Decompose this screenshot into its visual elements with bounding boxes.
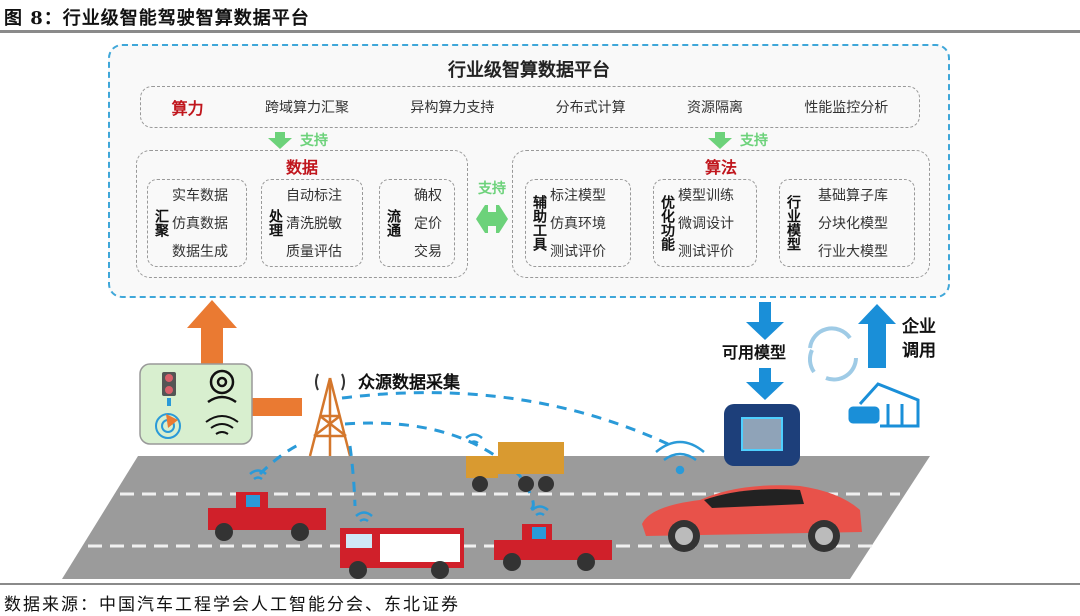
- subgroup-item: 测试评价: [550, 244, 606, 260]
- bidirectional-support: 支持: [472, 178, 512, 240]
- subgroup-item: 数据生成: [172, 244, 228, 260]
- enterprise-call-label: 调用: [902, 341, 936, 361]
- compute-item: 性能监控分析: [804, 100, 889, 116]
- crowdsource-label: 众源数据采集: [358, 372, 461, 393]
- blue-down-arrow-icon: [746, 368, 784, 400]
- compute-row: 算力 跨域算力汇聚 异构算力支持 分布式计算 资源隔离 性能监控分析: [140, 86, 920, 128]
- subgroup-item: 仿真数据: [172, 216, 228, 232]
- data-group: 数据 汇聚 实车数据 仿真数据 数据生成 处理 自动标注 清洗脱敏 质量评估 流…: [136, 150, 468, 278]
- support-label: 支持: [740, 133, 768, 149]
- subgroup-item: 自动标注: [286, 188, 342, 204]
- support-arrow-data: 支持: [268, 130, 328, 150]
- subgroup-item: 测试评价: [678, 244, 734, 260]
- green-down-arrow-icon: [708, 131, 732, 149]
- algorithm-subgroup: 优化功能 模型训练 微调设计 测试评价: [653, 179, 757, 267]
- subgroup-item: 交易: [414, 244, 442, 260]
- orange-up-arrow-icon: [187, 300, 237, 368]
- refresh-cycle-icon: [808, 326, 858, 382]
- algorithm-group-title: 算法: [704, 158, 737, 177]
- platform-panel: 行业级智算数据平台 算力 跨域算力汇聚 异构算力支持 分布式计算 资源隔离 性能…: [108, 44, 950, 298]
- wifi-icon: [249, 469, 267, 481]
- support-label: 支持: [300, 133, 328, 149]
- wifi-icon: [205, 415, 239, 435]
- double-arrow-icon: [476, 205, 508, 233]
- radar-icon: [155, 413, 181, 439]
- subgroup-item: 清洗脱敏: [286, 216, 342, 232]
- traffic-light-icon: [162, 372, 176, 406]
- figure-title: 图 8：行业级智能驾驶智算数据平台: [4, 8, 310, 29]
- subgroup-label: 优化功能: [659, 195, 675, 251]
- road: [62, 456, 930, 579]
- wifi-icon: [531, 505, 549, 517]
- cargo-truck-icon: [466, 442, 564, 492]
- blue-up-arrow-icon: [858, 304, 896, 368]
- enterprise-call-label: 企业: [901, 316, 936, 337]
- pickup-truck-icon: [208, 492, 326, 541]
- subgroup-item: 质量评估: [286, 244, 342, 260]
- subgroup-item: 基础算子库: [818, 188, 888, 204]
- subgroup-label: 处理: [267, 209, 283, 237]
- scene-illustration: 众源数据采集: [62, 300, 936, 579]
- subgroup-item: 定价: [414, 216, 442, 232]
- wifi-icon: [465, 433, 483, 445]
- green-down-arrow-icon: [268, 131, 292, 149]
- compute-item: 跨域算力汇聚: [265, 100, 349, 116]
- source-note: 数据来源：中国汽车工程学会人工智能分会、东北证券: [4, 595, 460, 615]
- wifi-icon: [355, 511, 373, 523]
- subgroup-label: 汇聚: [153, 209, 169, 237]
- available-model-label: 可用模型: [722, 343, 786, 362]
- data-subgroup: 汇聚 实车数据 仿真数据 数据生成: [147, 179, 247, 267]
- data-subgroup: 处理 自动标注 清洗脱敏 质量评估: [261, 179, 363, 267]
- subgroup-item: 行业大模型: [818, 244, 888, 260]
- subgroup-item: 实车数据: [172, 188, 228, 204]
- orange-connector: [252, 398, 302, 416]
- bottom-divider: [0, 583, 1080, 585]
- top-divider: [0, 30, 1080, 33]
- subgroup-label: 流通: [385, 209, 401, 237]
- fire-truck-icon: [340, 528, 464, 579]
- algorithm-subgroup: 辅助工具 标注模型 仿真环境 测试评价: [525, 179, 631, 267]
- algorithm-group: 算法 辅助工具 标注模型 仿真环境 测试评价 优化功能 模型训练 微调设计 测试…: [512, 150, 930, 278]
- sedan-car-icon: [642, 485, 862, 552]
- compute-item: 异构算力支持: [410, 100, 495, 116]
- pickup-truck-icon: [494, 524, 612, 571]
- cell-tower-icon: [308, 373, 352, 457]
- wifi-icon: [655, 440, 705, 475]
- subgroup-item: 确权: [414, 188, 442, 204]
- subgroup-item: 仿真环境: [550, 216, 606, 232]
- support-arrow-algorithm: 支持: [708, 130, 768, 150]
- compute-item: 分布式计算: [555, 100, 626, 116]
- subgroup-item: 标注模型: [550, 188, 606, 204]
- subgroup-item: 微调设计: [678, 216, 734, 232]
- camera-icon: [207, 369, 237, 404]
- data-group-title: 数据: [285, 158, 318, 177]
- data-subgroup: 流通 确权 定价 交易: [379, 179, 455, 267]
- platform-title: 行业级智算数据平台: [448, 60, 610, 81]
- ai-chip-icon: [724, 404, 800, 466]
- algorithm-subgroup: 行业模型 基础算子库 分块化模型 行业大模型: [779, 179, 915, 267]
- blue-down-arrow-icon: [746, 302, 784, 340]
- compute-item: 资源隔离: [686, 100, 743, 116]
- subgroup-item: 模型训练: [678, 188, 734, 204]
- subgroup-label: 辅助工具: [531, 195, 547, 251]
- garage-car-icon: [848, 382, 920, 428]
- subgroup-label: 行业模型: [785, 195, 801, 251]
- compute-label: 算力: [171, 99, 204, 118]
- support-label: 支持: [478, 181, 506, 197]
- subgroup-item: 分块化模型: [818, 216, 888, 232]
